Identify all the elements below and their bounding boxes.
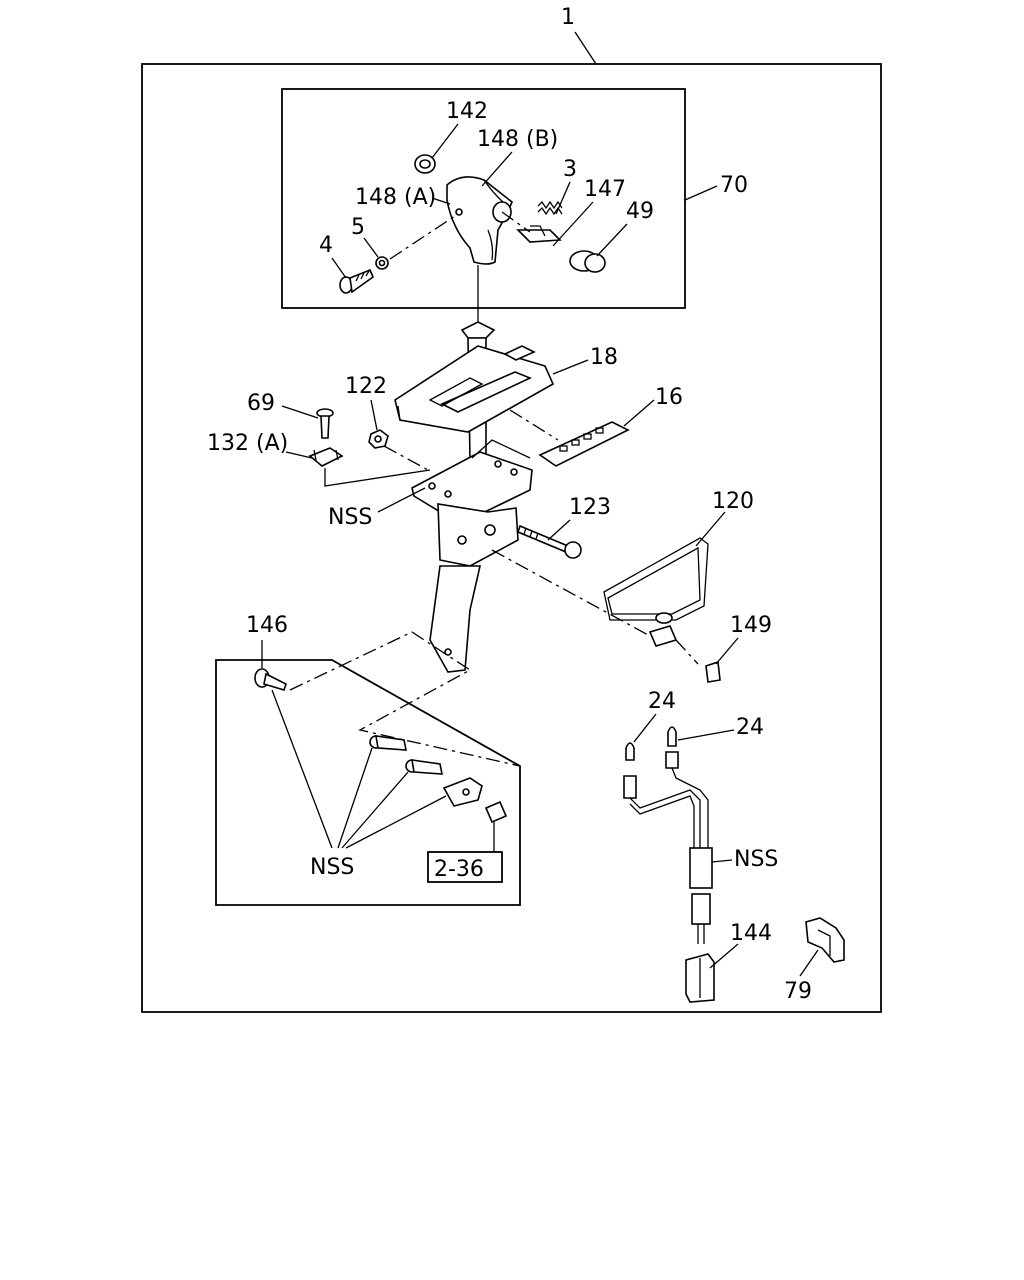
leader-24-right: [677, 729, 735, 741]
assembly-line-guide: [491, 549, 651, 637]
leader-24-left: [633, 713, 657, 743]
leader-3: [555, 181, 571, 215]
leader-144: [709, 943, 739, 969]
assembly-line-hardware: [289, 631, 521, 767]
screw-4: [339, 268, 374, 294]
button-147: [516, 225, 562, 243]
leader-69: [281, 405, 319, 419]
pin-link-upper: [369, 735, 407, 751]
leader-nss-cable: [711, 859, 733, 863]
assembly-line-nut: [383, 445, 429, 471]
pin-link-lower: [405, 759, 443, 775]
clip-132a: [308, 447, 344, 467]
assembly-line-clip-149: [675, 639, 699, 665]
leader-70: [684, 185, 718, 201]
nut-122: [368, 429, 389, 449]
hardware-subassembly-frame: [215, 659, 521, 906]
label-120: 120: [712, 489, 754, 514]
assembly-line-knob-button: [501, 211, 531, 233]
label-148b: 148 (B): [477, 127, 558, 152]
label-24-left: 24: [648, 689, 676, 714]
clip-79: [805, 917, 845, 963]
detent-bracket: [442, 777, 483, 807]
reference-box: [427, 851, 503, 883]
label-69: 69: [247, 391, 275, 416]
label-122: 122: [345, 374, 387, 399]
indicator-panel-18: [394, 345, 555, 433]
leader-4: [331, 257, 347, 279]
assembly-frame: [141, 63, 882, 1013]
bolt-123: [517, 524, 582, 559]
leader-18: [552, 359, 589, 375]
assembly-line-washer: [389, 213, 459, 260]
leader-49: [596, 223, 628, 257]
knob-cap-142: [414, 154, 436, 174]
assembly-line-clip: [324, 468, 431, 487]
leader-122: [370, 399, 378, 431]
label-3: 3: [563, 157, 577, 182]
leader-123: [547, 519, 571, 541]
leader-16: [623, 399, 655, 427]
leader-148b: [481, 151, 513, 187]
label-149: 149: [730, 613, 772, 638]
nss-hardware-leaders: [271, 689, 447, 849]
shift-lever-arm: [429, 565, 482, 673]
label-132a: 132 (A): [207, 431, 288, 456]
bolt-146: [254, 668, 287, 691]
label-nss-bracket: NSS: [328, 505, 372, 530]
label-144: 144: [730, 921, 772, 946]
label-147: 147: [584, 177, 626, 202]
label-70: 70: [720, 173, 748, 198]
label-79: 79: [784, 979, 812, 1004]
knob-subassembly-frame: [281, 88, 686, 309]
label-4: 4: [319, 233, 333, 258]
bulb-socket-24-right: [665, 726, 679, 769]
leader-148a: [431, 197, 451, 205]
leader-147: [552, 201, 594, 247]
leader-142: [431, 123, 459, 159]
label-146: 146: [246, 613, 288, 638]
wire-harness: [629, 767, 713, 944]
shift-knob-housing: [446, 176, 513, 265]
bolt-69: [316, 408, 334, 439]
label-18: 18: [590, 345, 618, 370]
leader-149: [715, 637, 739, 665]
indicator-strip-16: [538, 421, 630, 467]
label-nss-cable: NSS: [734, 847, 778, 872]
label-5: 5: [351, 215, 365, 240]
leader-5: [363, 237, 379, 258]
reference-box-label: 2-36: [434, 857, 484, 882]
cap-49: [569, 250, 606, 273]
label-49: 49: [626, 199, 654, 224]
clip-149: [705, 660, 721, 683]
leader-132a: [285, 451, 313, 459]
bulb-socket-24-left: [623, 742, 637, 799]
label-16: 16: [655, 385, 683, 410]
label-148a: 148 (A): [355, 185, 436, 210]
label-nss-hardware: NSS: [310, 855, 354, 880]
leader-120: [695, 511, 726, 547]
label-123: 123: [569, 495, 611, 520]
label-24-right: 24: [736, 715, 764, 740]
assembly-line-indicator-strip: [509, 409, 559, 441]
assembly-number: 1: [561, 5, 575, 30]
washer-5: [375, 256, 389, 270]
label-142: 142: [446, 99, 488, 124]
wire-guide-120: [603, 537, 709, 647]
assembly-leader: [574, 31, 597, 65]
leader-nss-bracket: [377, 487, 426, 513]
bushing: [484, 800, 508, 824]
connector-144: [685, 953, 715, 1003]
shifter-base-bracket: [411, 439, 533, 567]
leader-79: [799, 949, 819, 977]
